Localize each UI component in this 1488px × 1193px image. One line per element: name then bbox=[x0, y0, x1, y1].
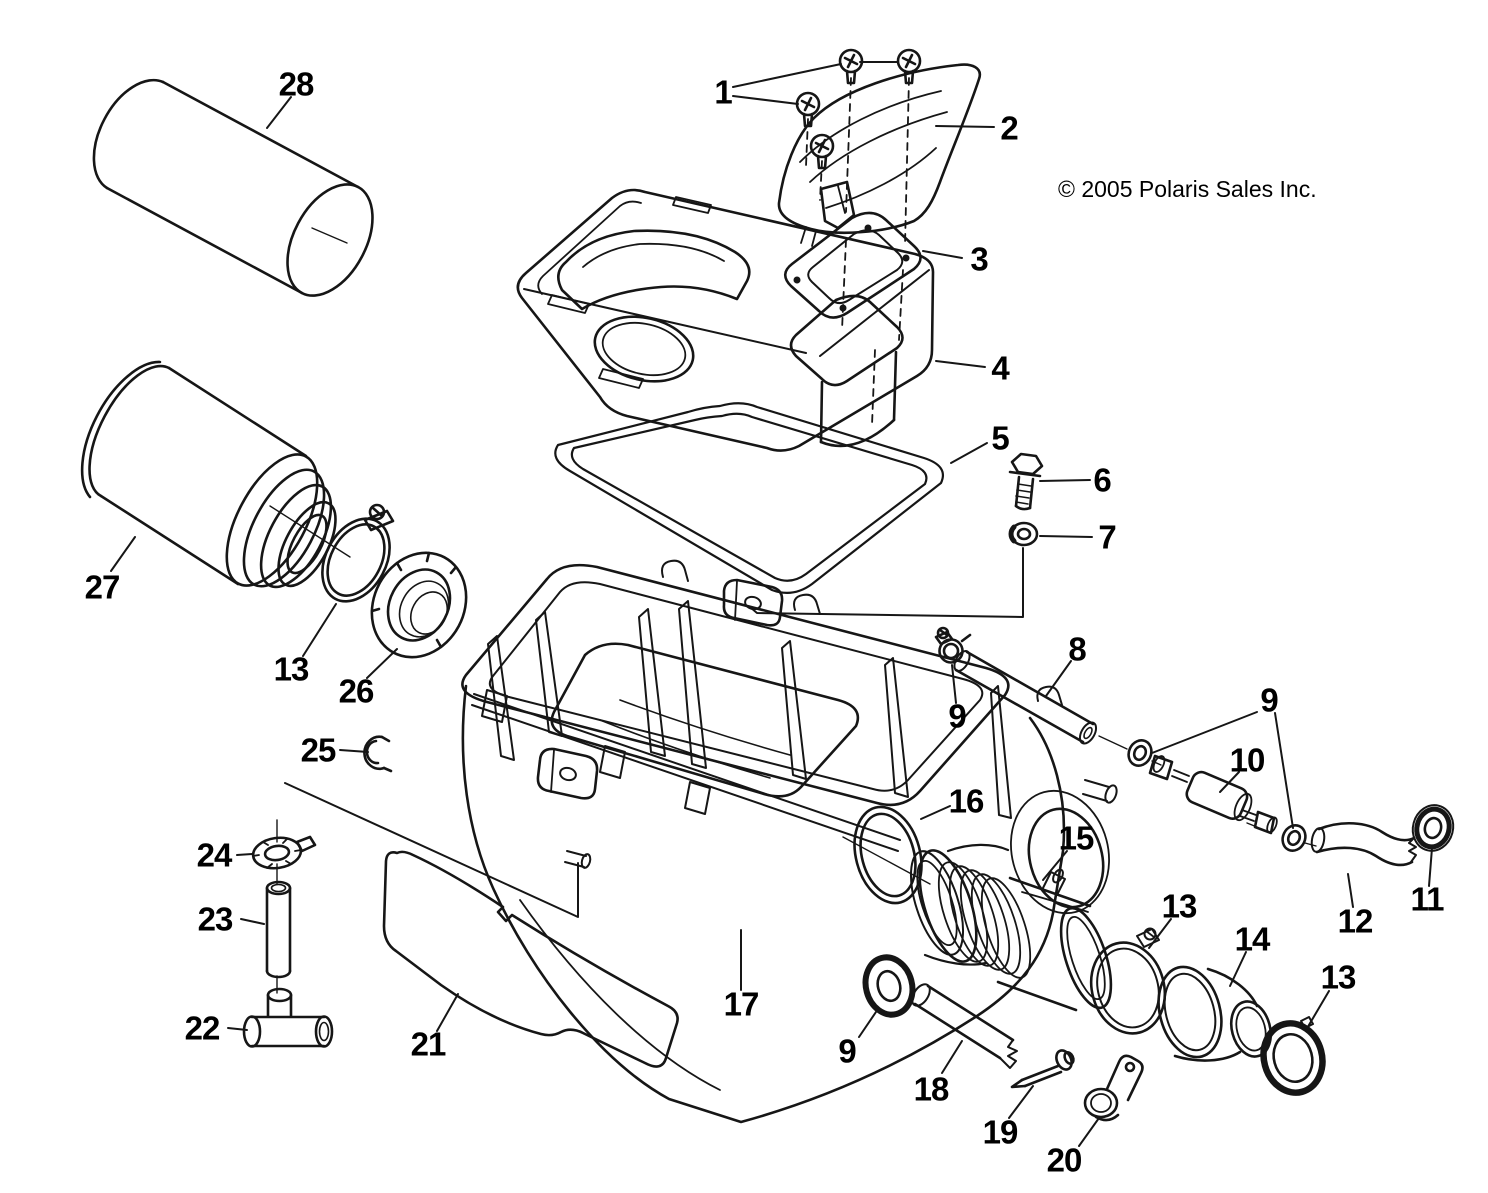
part-14-boot bbox=[1157, 965, 1273, 1062]
copyright-text: © 2005 Polaris Sales Inc. bbox=[1058, 176, 1317, 202]
callout-5: 5 bbox=[991, 419, 1009, 457]
part-3-gasket-plate bbox=[783, 211, 922, 319]
part-13-clamp-left bbox=[321, 503, 395, 603]
callout-13: 13 bbox=[273, 650, 310, 688]
part-26-ring-nut bbox=[370, 551, 468, 659]
part-21-seal-panel bbox=[382, 850, 679, 1068]
part-18-drain-hose bbox=[911, 983, 1018, 1069]
part-19-rivet bbox=[1010, 1049, 1075, 1089]
part-25-clip bbox=[363, 735, 393, 773]
callout-11: 11 bbox=[1410, 880, 1445, 918]
callout-25: 25 bbox=[300, 731, 337, 769]
part-28-pre-cleaner-sleeve bbox=[92, 78, 374, 297]
callout-6: 6 bbox=[1093, 461, 1111, 499]
screw-icon bbox=[896, 48, 922, 85]
part-10-valve-assembly bbox=[1127, 739, 1307, 852]
callout-10: 10 bbox=[1229, 741, 1266, 779]
leader-lines bbox=[110, 61, 1433, 1147]
part-15-adapter-duct bbox=[909, 843, 1113, 1012]
part-22-tee-fitting bbox=[242, 987, 334, 1048]
part-23-drain-tube bbox=[265, 880, 292, 979]
callout-13: 13 bbox=[1161, 887, 1198, 925]
callout-1: 1 bbox=[714, 73, 732, 111]
part-24-clamp bbox=[251, 835, 317, 870]
part-4-airbox-lid bbox=[516, 188, 935, 452]
part-9-grommet-bottom bbox=[862, 954, 916, 1018]
callout-22: 22 bbox=[184, 1009, 221, 1047]
callout-3: 3 bbox=[970, 240, 988, 278]
part-6-bolt bbox=[1008, 452, 1044, 511]
callout-23: 23 bbox=[197, 900, 234, 938]
callout-20: 20 bbox=[1046, 1141, 1083, 1179]
part-5-lid-seal bbox=[554, 402, 945, 595]
part-8-vent-hose bbox=[953, 650, 1098, 745]
part-11-grommet bbox=[1411, 804, 1455, 852]
callout-16: 16 bbox=[948, 782, 985, 820]
part-1-screws bbox=[795, 48, 922, 170]
callout-9: 9 bbox=[838, 1032, 856, 1070]
callout-24: 24 bbox=[196, 836, 233, 874]
callout-18: 18 bbox=[913, 1070, 950, 1108]
part-7-flange-nut bbox=[1008, 521, 1039, 547]
part-27-air-filter bbox=[80, 360, 337, 589]
callout-8: 8 bbox=[1068, 630, 1086, 668]
part-16-o-ring bbox=[853, 805, 923, 905]
part-9-clamp-top bbox=[934, 626, 972, 664]
part-13-clamp-middle bbox=[1089, 927, 1167, 1035]
callout-2: 2 bbox=[1000, 109, 1018, 147]
callout-4: 4 bbox=[991, 349, 1009, 387]
callout-15: 15 bbox=[1058, 819, 1095, 857]
callout-27: 27 bbox=[84, 568, 121, 606]
callout-26: 26 bbox=[338, 672, 375, 710]
callout-12: 12 bbox=[1337, 902, 1374, 940]
callout-7: 7 bbox=[1098, 518, 1116, 556]
callout-19: 19 bbox=[982, 1113, 1019, 1151]
part-13-clamp-right bbox=[1260, 1016, 1326, 1096]
part-20-p-clamp bbox=[1083, 1054, 1144, 1122]
callout-28: 28 bbox=[278, 65, 315, 103]
callout-17: 17 bbox=[723, 985, 760, 1023]
callout-13: 13 bbox=[1320, 958, 1357, 996]
alignment-lines bbox=[269, 227, 1317, 994]
callout-21: 21 bbox=[410, 1025, 447, 1063]
callout-9: 9 bbox=[948, 697, 966, 735]
screw-icon bbox=[838, 48, 864, 85]
callout-14: 14 bbox=[1234, 920, 1271, 958]
part-12-elbow-hose bbox=[1310, 821, 1417, 867]
callout-9: 9 bbox=[1260, 681, 1278, 719]
part-17-airbox-body bbox=[461, 559, 1118, 1124]
